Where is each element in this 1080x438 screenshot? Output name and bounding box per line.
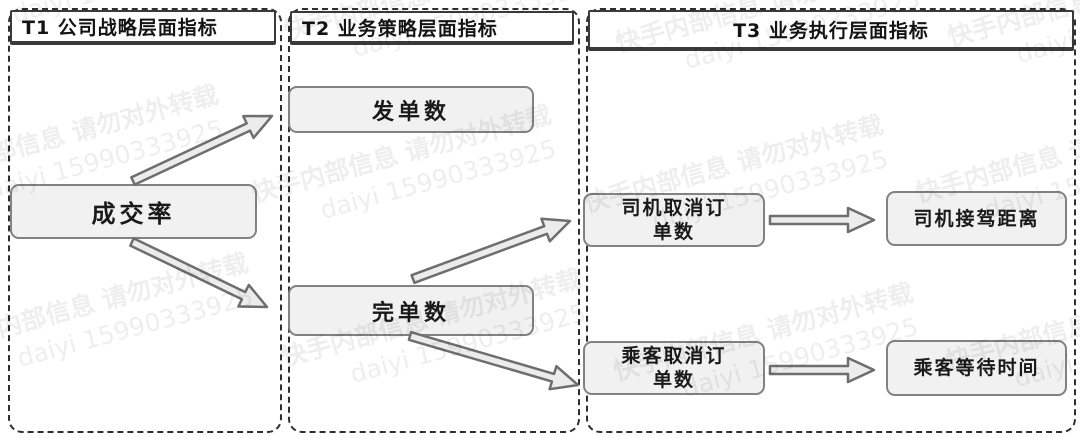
header-t2-label: T2 业务策略层面指标 [302,17,498,40]
node-driver-pickup-distance: 司机接驾距离 [886,191,1067,246]
node-driver-cancelled-orders: 司机取消订单数 [583,193,765,247]
node-passenger-cancelled-orders: 乘客取消订单数 [583,341,765,395]
header-t1-company-strategy: T1 公司战略层面指标 [10,10,276,45]
node-orders-issued: 发单数 [288,86,534,133]
node-passenger-wait-time: 乘客等待时间 [886,340,1067,396]
header-t3-label: T3 业务执行层面指标 [733,20,929,42]
node-label: 乘客等待时间 [913,357,1040,379]
column-t2 [288,8,580,433]
node-orders-completed: 完单数 [288,285,534,336]
node-label: 乘客取消订单数 [621,345,727,391]
node-label: 司机接驾距离 [913,207,1040,230]
node-transaction-rate: 成交率 [10,184,257,239]
node-label: 完单数 [371,300,450,326]
header-t3-business-execution: T3 业务执行层面指标 [588,10,1074,51]
column-t1 [8,8,282,433]
header-t1-label: T1 公司战略层面指标 [22,17,218,39]
node-label: 发单数 [371,99,450,125]
node-label: 司机取消订单数 [621,197,727,243]
header-t2-business-strategy: T2 业务策略层面指标 [290,11,574,45]
node-label: 成交率 [91,200,176,228]
